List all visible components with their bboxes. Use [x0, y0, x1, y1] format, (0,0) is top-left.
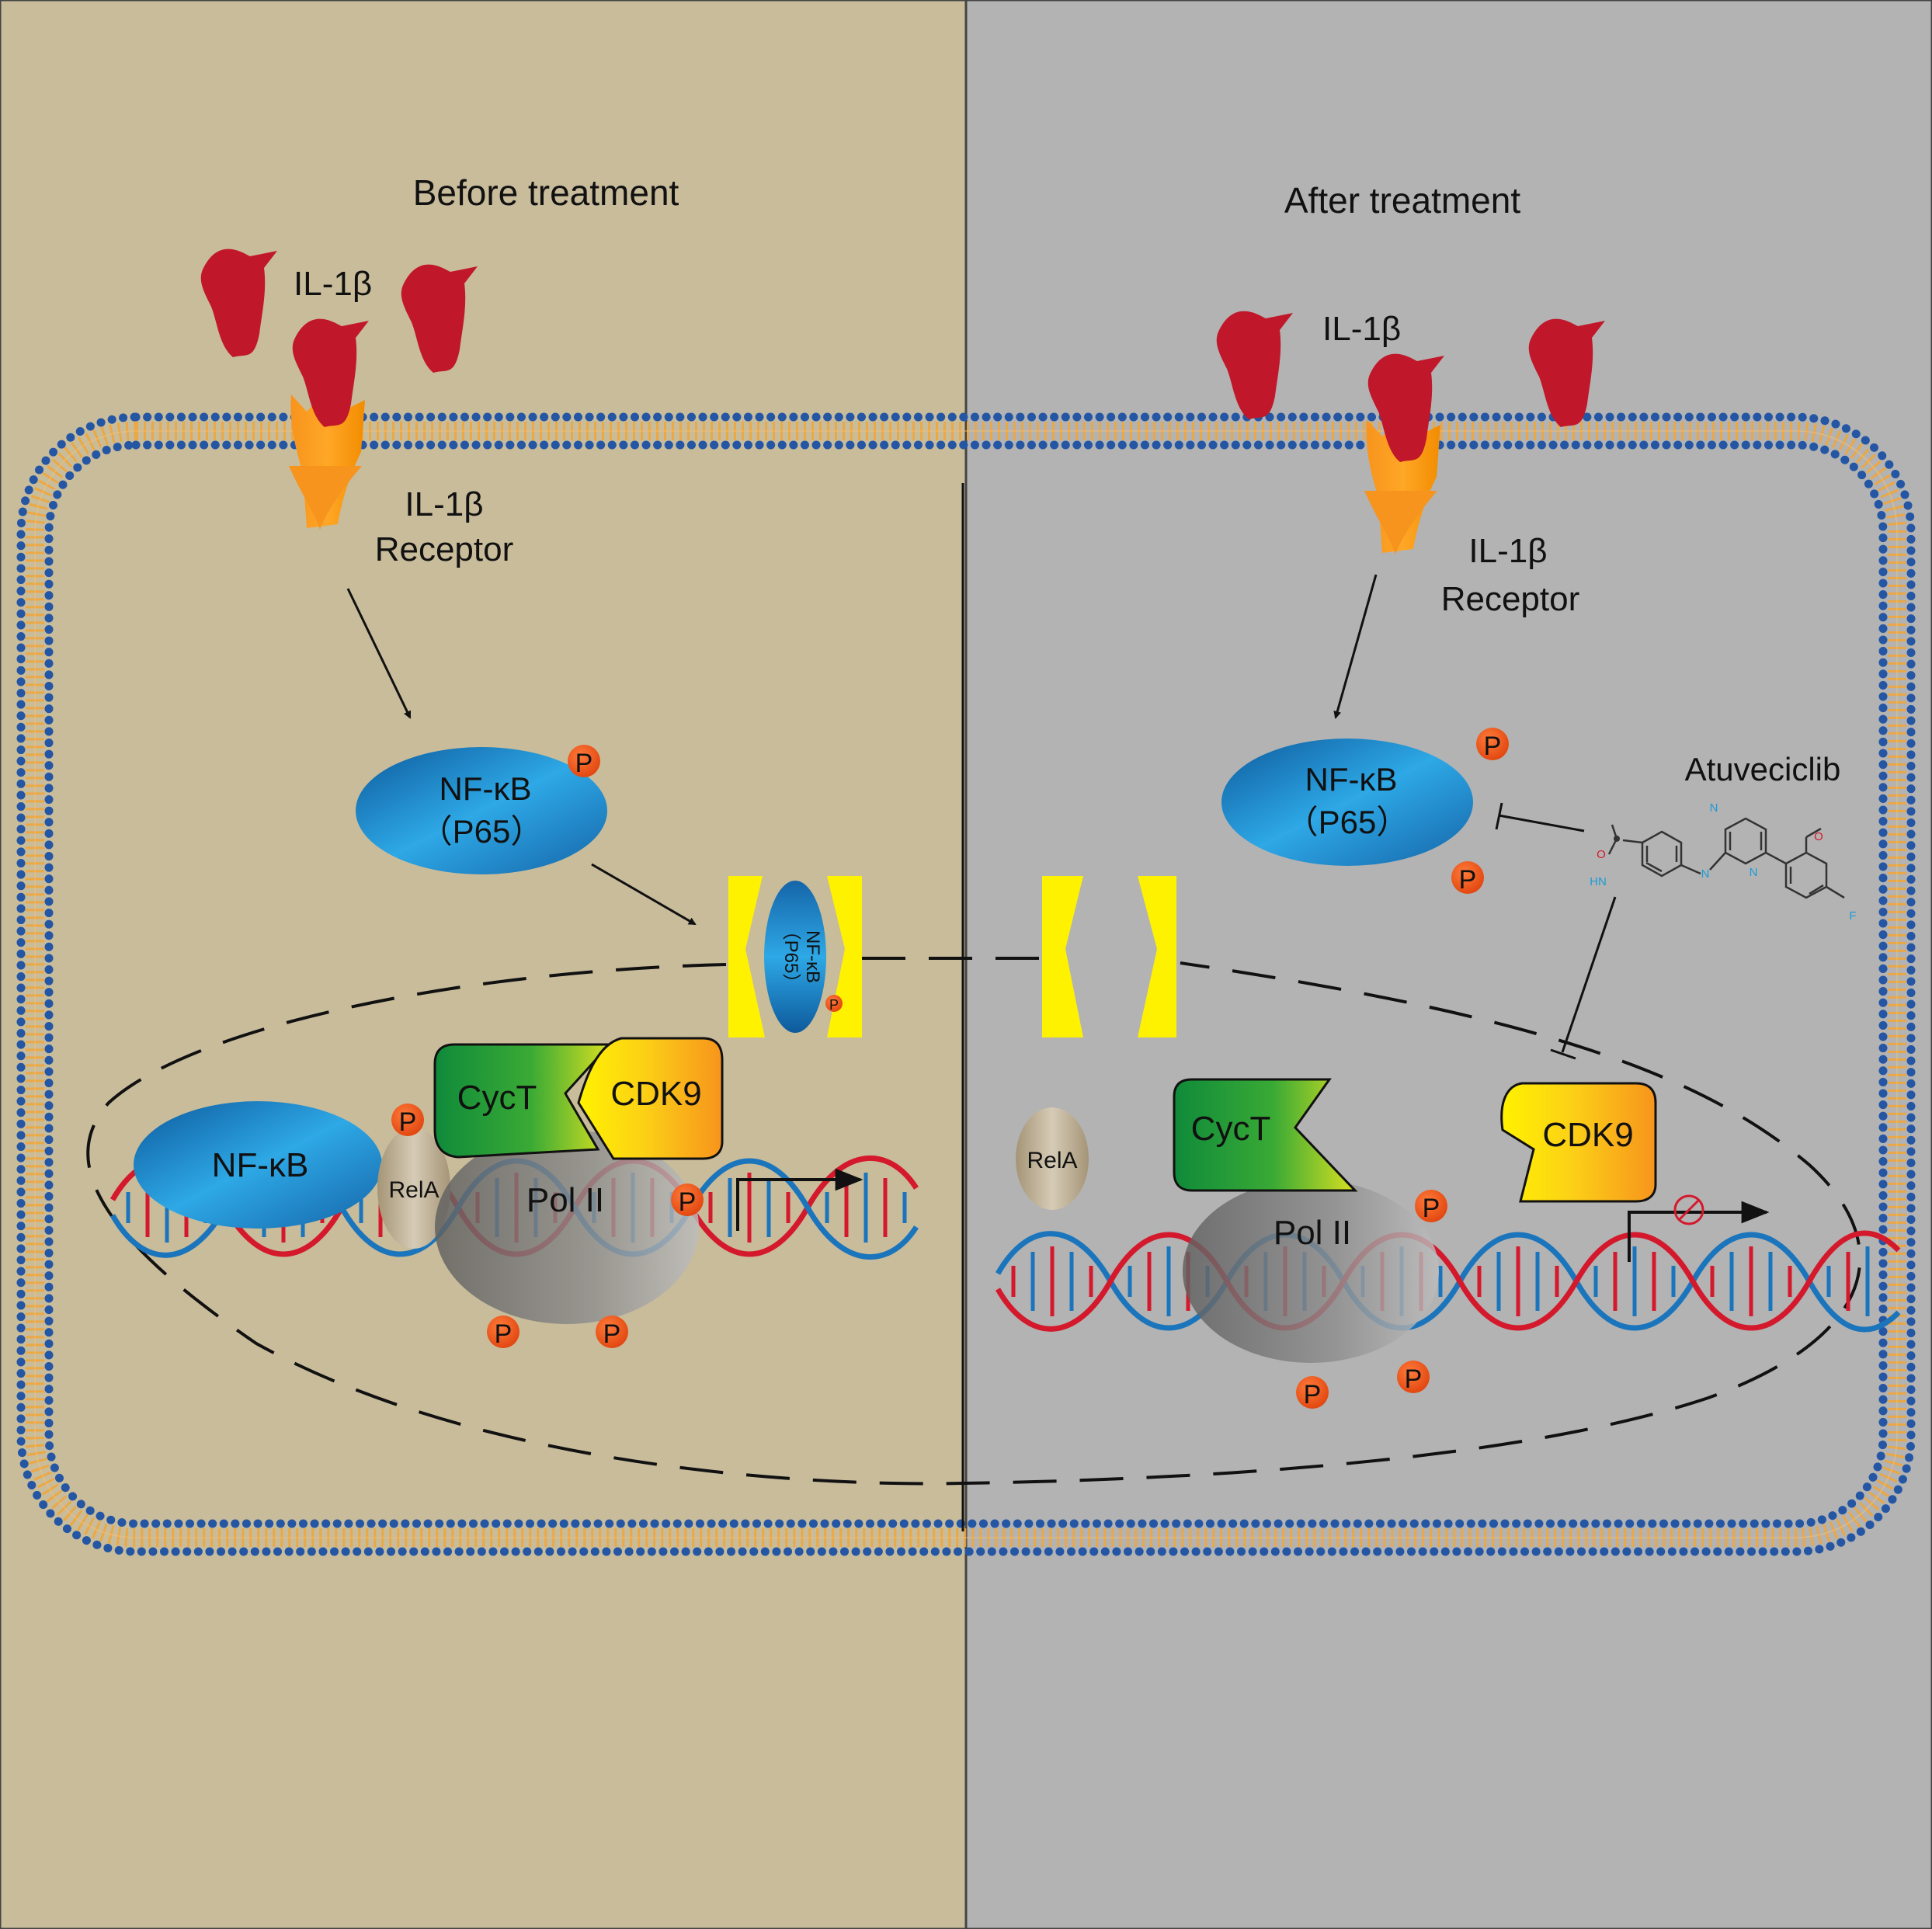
- activation-arrow: [1333, 574, 1378, 719]
- cyct: [433, 1043, 613, 1159]
- before-receptor-label-line1: IL-1β: [405, 485, 483, 523]
- phospho-label: P: [575, 749, 593, 778]
- after-ligand-label: IL-1β: [1322, 310, 1401, 348]
- phospho-icon: [1296, 1376, 1329, 1409]
- pol-ii-label: Pol II: [526, 1181, 604, 1219]
- phospho-label: P: [829, 997, 839, 1013]
- nuclear-pore-left: [728, 876, 765, 1037]
- translocation-arrow: [591, 863, 697, 926]
- drug-label: Atuveciclib: [1685, 751, 1841, 787]
- nfkb-p65-cytoplasm: [1221, 739, 1473, 866]
- phospho-label: P: [1423, 1194, 1440, 1223]
- before-ligand-label: IL-1β: [294, 265, 372, 303]
- nfkb-label: NF-κB: [440, 770, 532, 807]
- phospho-icon: [1415, 1190, 1447, 1222]
- il1b-ligand-icon: [1528, 318, 1605, 427]
- pol-ii: [1183, 1180, 1439, 1363]
- pore-p65-label: （P65）: [780, 922, 801, 992]
- phospho-label: P: [1459, 865, 1477, 895]
- rela-label: RelA: [1027, 1148, 1077, 1173]
- nuclear-pore-left: [1042, 876, 1083, 1037]
- nuclear-envelope: [86, 957, 1862, 1486]
- nfkb-in-pore: [764, 881, 826, 1033]
- p65-label: （P65）: [420, 813, 544, 850]
- after-receptor-label-line2: Receptor: [1441, 580, 1580, 618]
- after-receptor-label-line1: IL-1β: [1468, 532, 1547, 570]
- cdk9: [577, 1037, 724, 1160]
- cdk9: [1500, 1082, 1657, 1203]
- cdk9-label: CDK9: [610, 1075, 701, 1113]
- molecule-o-label: O: [1597, 848, 1606, 861]
- nfkb-nucleus: [134, 1101, 382, 1229]
- cyct: [1173, 1078, 1358, 1192]
- cell-membrane: [16, 412, 1916, 1556]
- cyct-label: CycT: [1191, 1110, 1271, 1148]
- nuclear-pore-right: [1138, 876, 1176, 1037]
- phospho-label: P: [1405, 1364, 1423, 1394]
- nfkb-nucleus-label: NF-κB: [212, 1146, 309, 1184]
- phospho-icon: [1397, 1361, 1430, 1393]
- molecule-o-label: O: [1814, 830, 1823, 843]
- cdk9-label: CDK9: [1542, 1116, 1633, 1154]
- activation-arrow: [346, 588, 412, 719]
- inhibition-nfkb: [1495, 802, 1585, 832]
- rela-label: RelA: [388, 1177, 439, 1203]
- blocked-transcription-arrow: [1628, 1201, 1770, 1262]
- transcription-start-arrow: [736, 1168, 863, 1231]
- il1b-bound-ligand-icon: [1367, 353, 1444, 462]
- phospho-label: P: [495, 1319, 513, 1349]
- after-panel: After treatment IL-1β IL-1β Receptor NF-…: [995, 180, 1901, 1409]
- il1b-bound-ligand-icon: [292, 318, 369, 427]
- phospho-icon: [596, 1316, 628, 1348]
- phospho-icon: [487, 1316, 519, 1348]
- nfkb-label: NF-κB: [1305, 761, 1398, 798]
- phospho-label: P: [1484, 732, 1502, 761]
- il1b-receptor: [289, 394, 365, 530]
- phospho-label: P: [1304, 1380, 1322, 1409]
- molecule-n-label: N: [1750, 866, 1758, 879]
- phospho-icon: [568, 745, 600, 777]
- cyct-label: CycT: [457, 1079, 537, 1117]
- p65-label: （P65）: [1286, 804, 1409, 840]
- after-panel-background: [964, 0, 1932, 1929]
- rela: [377, 1128, 450, 1249]
- phospho-icon: [671, 1183, 704, 1216]
- phospho-label: P: [603, 1319, 621, 1349]
- molecule-hn-label: HN: [1590, 875, 1607, 888]
- molecule-f-label: F: [1849, 909, 1856, 923]
- il1b-ligand-icon: [401, 264, 478, 374]
- nfkb-p65-cytoplasm: [356, 747, 607, 874]
- molecule-center-dot: [1614, 836, 1620, 842]
- after-title: After treatment: [1284, 180, 1520, 221]
- il1b-ligand-icon: [1216, 311, 1293, 419]
- phospho-icon: [391, 1104, 424, 1136]
- before-panel: Before treatment IL-1β IL-1β Receptor NF…: [109, 172, 919, 1349]
- molecule-n-label: N: [1701, 867, 1710, 881]
- inhibition-cdk9: [1550, 896, 1617, 1060]
- before-receptor-label-line2: Receptor: [375, 530, 514, 568]
- pore-nfkb-label: NF-κB: [802, 930, 823, 983]
- prohibited-icon: [1673, 1194, 1704, 1225]
- il1b-ligand-icon: [200, 249, 277, 358]
- phospho-label: P: [399, 1107, 417, 1137]
- phospho-icon: [1476, 728, 1509, 760]
- pol-ii-label: Pol II: [1274, 1214, 1351, 1252]
- phospho-icon: [825, 995, 843, 1012]
- phospho-icon: [1451, 861, 1484, 894]
- rela: [1016, 1107, 1089, 1210]
- pol-ii: [435, 1130, 699, 1324]
- molecule-n-label: N: [1710, 801, 1718, 815]
- before-title: Before treatment: [413, 172, 679, 213]
- phospho-label: P: [679, 1187, 697, 1217]
